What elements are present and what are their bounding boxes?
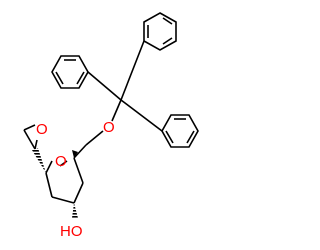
epoxide-oxygen-label: O	[36, 121, 48, 138]
trityl-bonds	[87, 40, 163, 132]
structure-figure: O O O HO	[23, 12, 199, 240]
hashed-bond-hydroxyl	[72, 203, 78, 218]
phenyl-ring-left	[51, 55, 89, 89]
phenyl-ring-right	[161, 114, 199, 148]
ch2-linker-bonds	[73, 130, 104, 159]
phenyl-ring-top	[143, 12, 177, 51]
hydroxyl-label: HO	[60, 223, 83, 240]
epoxide-bonds	[23, 124, 36, 150]
ether-oxygen-label: O	[103, 119, 115, 136]
epoxide-bond-o-c	[34, 139, 38, 150]
hashed-bond-epoxide	[32, 148, 46, 173]
wedge-bond-ch2	[72, 150, 78, 158]
molecule-drawing: O O O HO	[23, 12, 199, 240]
furanose-ring-bonds	[45, 157, 84, 204]
ring-oxygen-label: O	[55, 153, 67, 170]
